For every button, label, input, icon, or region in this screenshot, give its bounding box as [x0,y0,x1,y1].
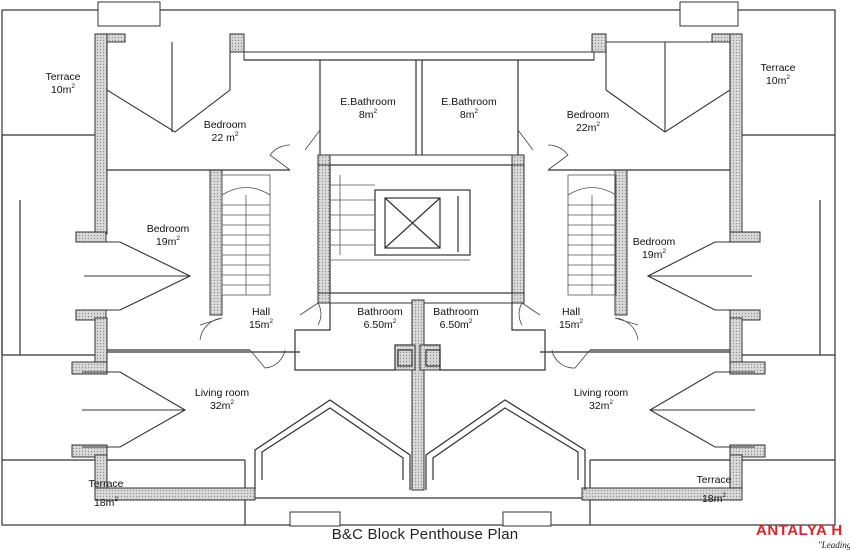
room-label-bedroom-mid-left: Bedroom 19m2 [146,223,190,248]
walls [71,33,766,501]
room-label-living-right: Living room 32m2 [573,387,629,412]
room-label-bedroom-top-right: Bedroom 22m2 [566,109,610,134]
room-label-terrace-ne: Terrace 10m2 [760,62,796,87]
room-label-terrace-sw: Terrace 18m2 [88,478,124,509]
staircases [221,174,617,296]
room-label-ebathroom-left: E.Bathroom 8m2 [340,96,396,121]
room-label-bedroom-mid-right: Bedroom 19m2 [632,236,676,261]
room-label-bedroom-top-left: Bedroom 22 m2 [203,119,247,144]
roof-windows [97,1,739,527]
room-label-bathroom-right: Bathroom 6.50m2 [433,306,479,331]
room-label-bathroom-left: Bathroom 6.50m2 [357,306,403,331]
bay-windows [82,41,755,448]
partitions [107,59,730,490]
room-label-ebathroom-right: E.Bathroom 8m2 [441,96,497,121]
room-label-hall-left: Hall 15m2 [248,306,274,331]
room-label-terrace-nw: Terrace 10m2 [45,71,81,96]
room-label-hall-right: Hall 15m2 [558,306,584,331]
plan-title: B&C Block Penthouse Plan [331,526,519,543]
room-label-terrace-se: Terrace 18m2 [696,474,732,505]
door-swings [199,129,639,369]
room-label-living-left: Living room 32m2 [194,387,250,412]
brand-tagline: "Leading [818,540,850,550]
outer-outline [1,9,836,526]
brand-logo-text: ANTALYA H [756,522,843,539]
